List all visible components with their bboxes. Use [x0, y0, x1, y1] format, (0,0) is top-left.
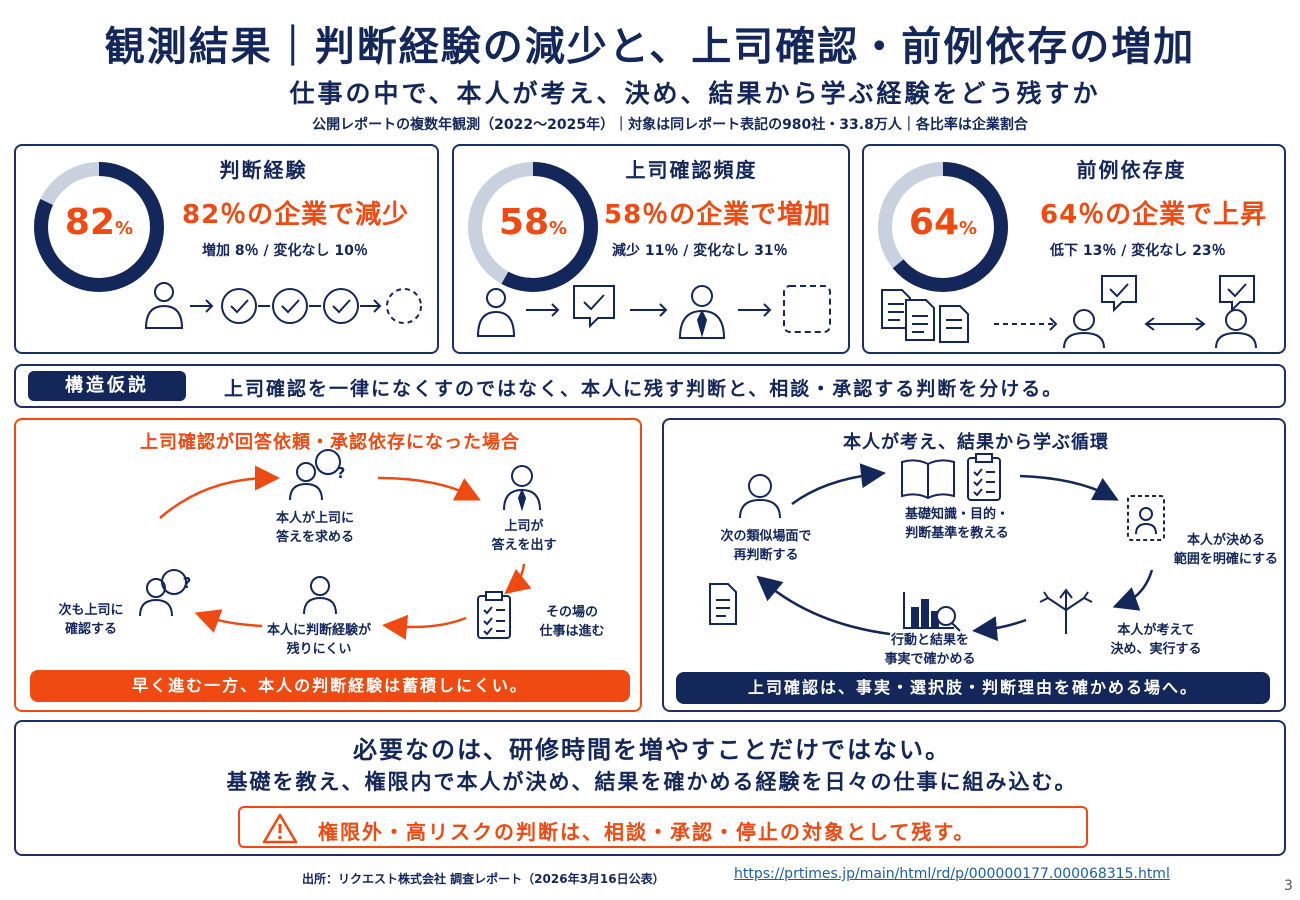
- conclusion-box: 必要なのは、研修時間を増やすことだけではない。 基礎を教え、権限内で本人が決め、…: [14, 720, 1286, 856]
- person-question-icon: [289, 449, 342, 501]
- flow-graphic: [881, 275, 1257, 349]
- card-headline: 58％の企業で増加: [604, 200, 832, 230]
- source-citation: 出所：リクエスト株式会社 調査レポート（2026年3月16日公表）: [302, 872, 665, 886]
- card-supervisor-check: 上司確認頻度 58% 58％の企業で増加 減少 11％ / 変化なし 31％: [452, 144, 850, 354]
- donut-percent: 64: [908, 202, 960, 243]
- card-sub-stat: 低下 13％ / 変化なし 23％: [1050, 243, 1226, 259]
- step-work-proceeds: その場の仕事は進む: [539, 605, 605, 639]
- arrow-icon: [190, 299, 214, 313]
- step-define-scope: 本人が決める範囲を明確にする: [1173, 533, 1279, 567]
- card-headline: 64％の企業で上昇: [1040, 200, 1268, 230]
- dashed-square-icon: [783, 285, 831, 333]
- manager-icon: [503, 465, 541, 512]
- chart-magnifier-icon: [903, 592, 961, 632]
- person-icon: [739, 474, 781, 519]
- branch-arrows-icon: [1039, 588, 1093, 634]
- checklist-icon: [967, 453, 1001, 501]
- speech-check-icon: [573, 285, 615, 329]
- learning-cycle-panel: 本人が考え、結果から学ぶ循環 基礎知識・目的・判断基準を教: [662, 418, 1286, 712]
- person-icon: [144, 282, 184, 329]
- step-decide-execute: 本人が考えて決め、実行する: [1110, 623, 1202, 657]
- card-precedent-dependency: 前例依存度 64% 64％の企業で上昇 低下 13％ / 変化なし 23％: [862, 144, 1286, 354]
- panel-title: 上司確認が回答依頼・承認依存になった場合: [140, 432, 520, 453]
- observation-note: 公開レポートの複数年観測（2022〜2025年）｜対象は同レポート表記の980社…: [312, 117, 1028, 133]
- manager-icon: [678, 285, 726, 339]
- check-circle-icon: [272, 288, 308, 324]
- page-subtitle: 仕事の中で、本人が考え、決め、結果から学ぶ経験をどう残すか: [289, 79, 1101, 108]
- step-experience-not-kept: 本人に判断経験が残りにくい: [266, 623, 371, 657]
- warning-box: 権限外・高リスクの判断は、相談・承認・停止の対象として残す。: [238, 806, 1088, 848]
- donut-value-arc: [34, 162, 164, 292]
- card-headline: 82％の企業で減少: [182, 200, 410, 230]
- donut-percent: 58: [498, 202, 550, 243]
- person-speech-icon: [1215, 275, 1257, 349]
- card-judgment-experience: 判断経験 82% 82％の企業で減少 増加 8％ / 変化なし 10％: [14, 144, 439, 354]
- left-panel-banner: 早く進む一方、本人の判断経験は蓄積しにくい。: [30, 670, 630, 702]
- dashed-circle-icon: [386, 288, 422, 324]
- step-ask-again: 次も上司に確認する: [58, 603, 124, 637]
- cycle-diagram: ? ?: [139, 449, 541, 640]
- hypothesis-text: 上司確認を一律になくすのではなく、本人に残す判断と、相談・承認する判断を分ける。: [224, 378, 1064, 400]
- svg-text:?: ?: [183, 574, 192, 592]
- step-verify-results: 行動と結果を事実で確かめる: [884, 633, 976, 667]
- page-title: 観測結果｜判断経験の減少と、上司確認・前例依存の増加: [104, 24, 1196, 70]
- step-rejudge: 次の類似場面で再判断する: [720, 529, 812, 563]
- step-supervisor-answers: 上司が答えを出す: [491, 519, 557, 553]
- cycle-diagram: [709, 453, 1165, 642]
- checklist-icon: [477, 591, 511, 639]
- card-heading: 上司確認頻度: [625, 158, 758, 182]
- check-circle-icon: [323, 288, 359, 324]
- dependency-cycle-panel: 上司確認が回答依頼・承認依存になった場合 ? ? 本人が上司に答えを求める 上司…: [14, 418, 642, 712]
- person-question-icon: [139, 569, 188, 617]
- documents-icon: [881, 289, 969, 343]
- source-link[interactable]: https://prtimes.jp/main/html/rd/p/000000…: [734, 866, 1170, 882]
- scope-person-icon: [1127, 495, 1165, 541]
- book-icon: [901, 459, 955, 500]
- document-icon: [709, 583, 737, 625]
- donut-label: 82%: [32, 202, 166, 243]
- hypothesis-tag: 構造仮説: [28, 371, 186, 401]
- warning-text: 権限外・高リスクの判断は、相談・承認・停止の対象として残す。: [318, 820, 976, 844]
- donut-chart: [878, 162, 1008, 292]
- donut-label: 58%: [466, 202, 600, 243]
- panel-title: 本人が考え、結果から学ぶ循環: [843, 432, 1109, 453]
- hypothesis-bar: 構造仮説 上司確認を一律になくすのではなく、本人に残す判断と、相談・承認する判断…: [14, 364, 1286, 408]
- donut-unit: %: [549, 218, 568, 239]
- donut-percent: 82: [64, 202, 116, 243]
- svg-text:?: ?: [337, 464, 346, 482]
- donut-unit: %: [115, 218, 134, 239]
- donut-label: 64%: [876, 202, 1010, 243]
- conclusion-line2: 基礎を教え、権限内で本人が決め、結果を確かめる経験を日々の仕事に組み込む。: [226, 770, 1078, 794]
- person-icon: [303, 576, 337, 615]
- donut-value-arc: [878, 162, 1008, 292]
- card-sub-stat: 増加 8％ / 変化なし 10％: [202, 243, 368, 259]
- step-teach-basics: 基礎知識・目的・判断基準を教える: [904, 507, 1009, 541]
- flow-graphic: [144, 282, 422, 329]
- flow-graphic: [476, 285, 831, 339]
- donut-unit: %: [959, 218, 978, 239]
- person-icon: [476, 288, 516, 337]
- step-ask-supervisor: 本人が上司に答えを求める: [275, 511, 354, 545]
- check-circle-icon: [221, 288, 257, 324]
- right-panel-banner: 上司確認は、事実・選択肢・判断理由を確かめる場へ。: [676, 672, 1270, 704]
- warning-icon: [262, 813, 298, 844]
- conclusion-line1: 必要なのは、研修時間を増やすことだけではない。: [353, 736, 951, 764]
- card-heading: 判断経験: [219, 158, 308, 182]
- donut-value-arc: [468, 162, 598, 292]
- donut-chart: [34, 162, 164, 292]
- card-sub-stat: 減少 11％ / 変化なし 31％: [612, 243, 788, 259]
- person-speech-icon: [1063, 275, 1137, 349]
- card-heading: 前例依存度: [1076, 158, 1187, 182]
- donut-chart: [468, 162, 598, 292]
- page-number: 3: [1284, 878, 1293, 894]
